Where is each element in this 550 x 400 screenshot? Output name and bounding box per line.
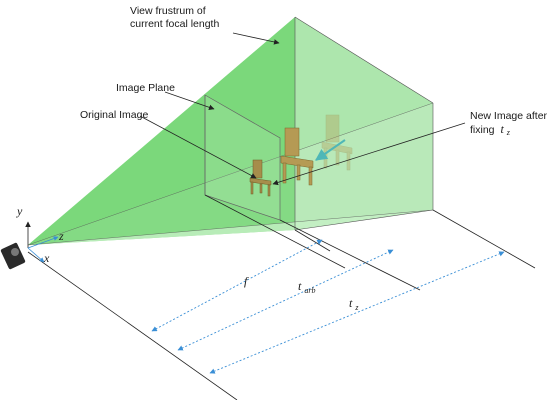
dim-tz-arrow [209,251,505,374]
label-new-image-var: t [500,122,504,136]
label-new-image: New Image after fixing t z [470,110,550,137]
camera-icon [0,242,26,270]
view-frustum [27,16,434,246]
frustum-left-face [28,17,295,245]
label-new-image-sub: z [506,128,511,137]
label-image-plane: Image Plane [116,82,175,94]
dim-tarb-label: t arb [298,279,315,295]
axis-z-label: z [58,229,64,243]
dim-f-label: f [244,274,249,288]
label-new-image-line2: fixing [470,124,495,136]
chair-mid-icon [280,127,314,186]
dim-tarb-sub: arb [304,286,315,295]
label-frustum: View frustrum of current focal length [130,5,219,30]
chair-original-icon [249,159,272,197]
chair-far-icon [321,114,353,171]
dim-f-arrow [151,239,323,332]
dim-tz-var: t [349,296,353,310]
label-frustum-line2: current focal length [130,18,219,30]
dim-tarb-var: t [298,279,302,293]
label-frustum-line1: View frustrum of [130,5,206,17]
dim-tz-label: t z [349,296,359,312]
label-new-image-line1: New Image after [470,110,548,122]
axis-y-label: y [16,204,23,218]
frustum-back-face [295,17,433,230]
new-image-arrow [315,139,346,161]
axes [25,221,59,263]
dim-tz-sub: z [354,303,359,312]
label-original-image: Original Image [80,109,148,121]
axis-x-label: x [43,251,50,265]
